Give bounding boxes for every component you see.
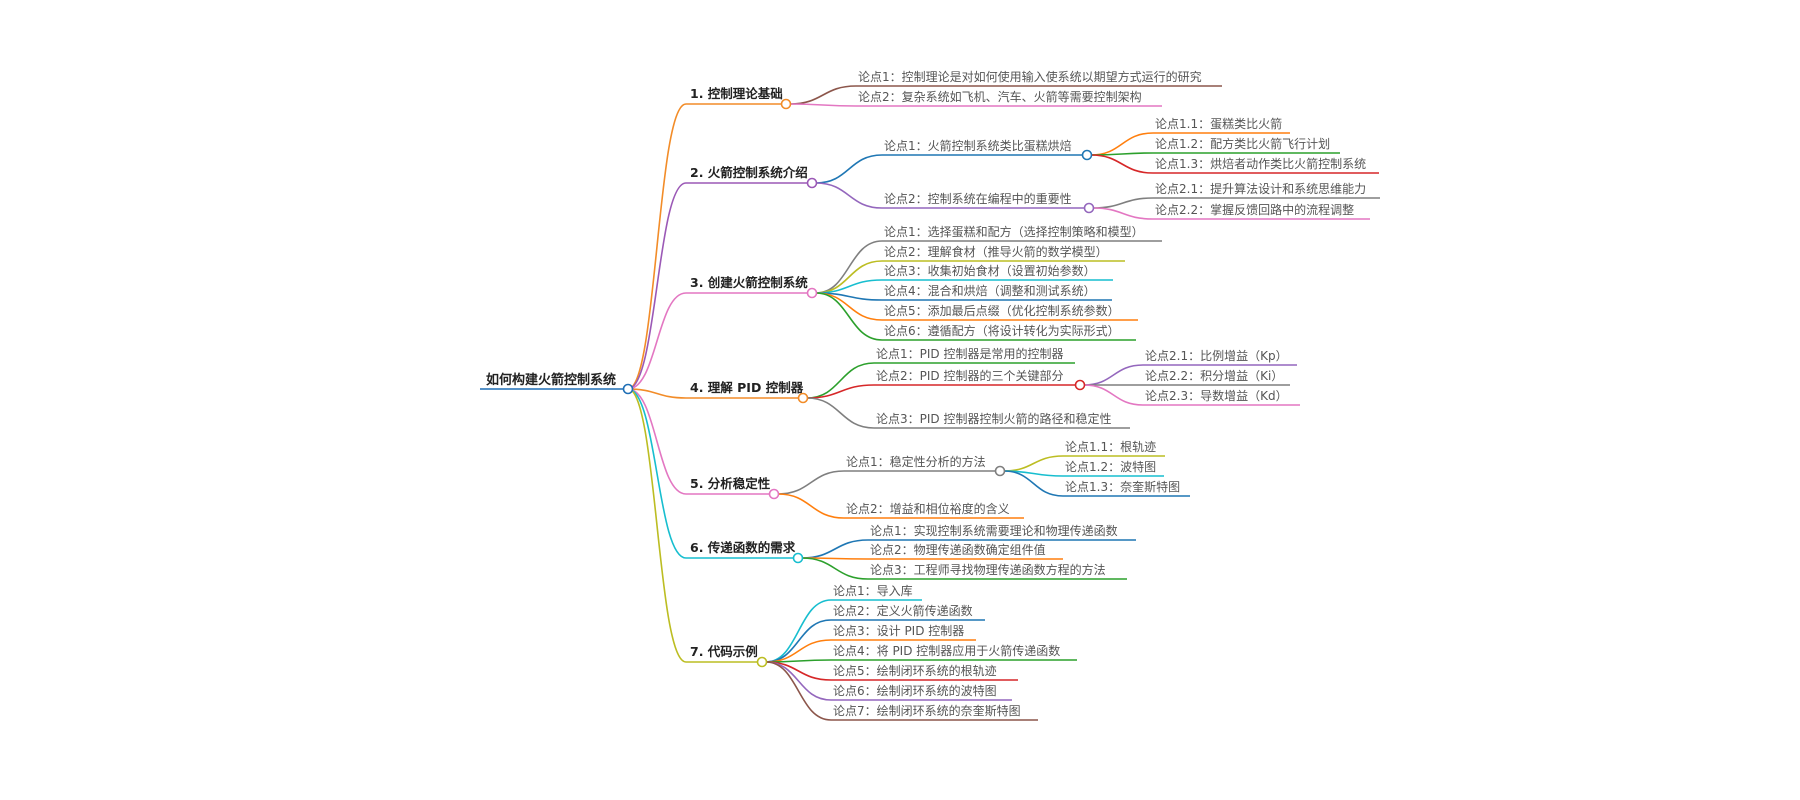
branch-1-point-2-label[interactable]: 论点2：复杂系统如飞机、汽车、火箭等需要控制架构: [858, 89, 1142, 104]
branch-2-point-1-sub-1-connector: [1090, 132, 1154, 156]
branch-1-child-2-connector: [789, 103, 857, 107]
branch-7-point-6-label[interactable]: 论点6：绘制闭环系统的波特图: [833, 683, 997, 698]
branch-2-point-2-collapse-knob[interactable]: [1083, 202, 1095, 214]
branch-3-point-6-label[interactable]: 论点6：遵循配方（将设计转化为实际形式）: [884, 323, 1120, 338]
branch-5-point-1-sub-2-label[interactable]: 论点1.2：波特图: [1065, 459, 1156, 474]
branch-4-child-1-connector: [806, 362, 875, 399]
branch-3-point-5-label[interactable]: 论点5：添加最后点缀（优化控制系统参数）: [884, 303, 1120, 318]
branch-5-label[interactable]: 5. 分析稳定性: [690, 476, 771, 491]
branch-7-child-6-connector: [765, 661, 832, 701]
connector-layer: [627, 85, 1154, 721]
branch-5-point-1-label[interactable]: 论点1：稳定性分析的方法: [846, 454, 986, 469]
branch-6-child-1-connector: [801, 539, 869, 559]
branch-2-point-1-label[interactable]: 论点1：火箭控制系统类比蛋糕烘焙: [884, 138, 1072, 153]
branch-6-point-1-label[interactable]: 论点1：实现控制系统需要理论和物理传递函数: [870, 523, 1118, 538]
branch-4-point-2-sub-1-connector: [1083, 364, 1144, 386]
branch-2-point-2-sub-2-label[interactable]: 论点2.2：掌握反馈回路中的流程调整: [1155, 202, 1354, 217]
branch-6-label[interactable]: 6. 传递函数的需求: [690, 540, 796, 555]
branch-7-point-5-label[interactable]: 论点5：绘制闭环系统的根轨迹: [833, 663, 997, 678]
branch-4-point-3-label[interactable]: 论点3：PID 控制器控制火箭的路径和稳定性: [876, 411, 1111, 426]
branch-4-point-1-label[interactable]: 论点1：PID 控制器是常用的控制器: [876, 346, 1063, 361]
branch-2-point-1-sub-1-label[interactable]: 论点1.1：蛋糕类比火箭: [1155, 116, 1282, 131]
branch-5-connector: [627, 388, 687, 495]
branch-2-point-2-sub-2-connector: [1092, 207, 1154, 220]
branch-4-connector: [627, 388, 687, 399]
branch-5-child-2-connector: [777, 493, 845, 519]
branch-2-point-2-label[interactable]: 论点2：控制系统在编程中的重要性: [884, 191, 1072, 206]
branch-7-connector: [627, 388, 687, 663]
branch-4-child-2-connector: [806, 384, 875, 399]
branch-2-label[interactable]: 2. 火箭控制系统介绍: [690, 165, 808, 180]
branch-7-child-7-connector: [765, 661, 832, 721]
branch-7-point-7-label[interactable]: 论点7：绘制闭环系统的奈奎斯特图: [833, 703, 1021, 718]
branch-2-connector: [627, 182, 687, 390]
branch-2-child-2-connector: [815, 182, 883, 209]
branch-4-child-3-connector: [806, 397, 875, 429]
root-topic-label[interactable]: 如何构建火箭控制系统: [486, 372, 616, 388]
branch-7-collapse-knob[interactable]: [756, 656, 768, 668]
branch-4-point-2-label[interactable]: 论点2：PID 控制器的三个关键部分: [876, 368, 1063, 383]
branch-3-point-2-label[interactable]: 论点2：理解食材（推导火箭的数学模型）: [884, 244, 1108, 259]
branch-4-point-2-sub-2-label[interactable]: 论点2.2：积分增益（Ki）: [1145, 369, 1283, 383]
branch-2-collapse-knob[interactable]: [806, 177, 818, 189]
branch-5-point-1-collapse-knob[interactable]: [994, 465, 1006, 477]
branch-4-point-2-sub-3-label[interactable]: 论点2.3：导数增益（Kd）: [1145, 388, 1288, 403]
branch-4-label[interactable]: 4. 理解 PID 控制器: [690, 380, 804, 395]
branch-2-point-1-sub-2-label[interactable]: 论点1.2：配方类比火箭飞行计划: [1155, 136, 1330, 151]
branch-2-point-1-sub-3-label[interactable]: 论点1.3：烘焙者动作类比火箭控制系统: [1155, 156, 1366, 171]
branch-5-point-1-sub-3-label[interactable]: 论点1.3：奈奎斯特图: [1065, 479, 1180, 494]
branch-3-collapse-knob[interactable]: [806, 287, 818, 299]
branch-5-point-1-sub-1-connector: [1003, 455, 1064, 472]
branch-1-collapse-knob[interactable]: [780, 98, 792, 110]
branch-3-connector: [627, 292, 687, 390]
branch-2-child-1-connector: [815, 154, 883, 184]
branch-7-point-4-label[interactable]: 论点4：将 PID 控制器应用于火箭传递函数: [833, 643, 1060, 658]
branch-4-collapse-knob[interactable]: [797, 392, 809, 404]
branch-1-point-1-label[interactable]: 论点1：控制理论是对如何使用输入使系统以期望方式运行的研究: [858, 69, 1202, 84]
branch-5-child-1-connector: [777, 470, 845, 495]
branch-5-point-1-sub-3-connector: [1003, 470, 1064, 497]
branch-7-point-2-label[interactable]: 论点2：定义火箭传递函数: [833, 603, 973, 618]
branch-5-point-1-sub-1-label[interactable]: 论点1.1：根轨迹: [1065, 440, 1156, 454]
branch-2-point-2-sub-1-connector: [1092, 197, 1154, 209]
branch-4-point-2-sub-1-label[interactable]: 论点2.1：比例增益（Kp）: [1145, 349, 1288, 363]
branch-7-point-1-label[interactable]: 论点1：导入库: [833, 583, 913, 598]
branch-7-child-3-connector: [765, 639, 832, 663]
branch-6-point-2-label[interactable]: 论点2：物理传递函数确定组件值: [870, 542, 1046, 557]
branch-3-label[interactable]: 3. 创建火箭控制系统: [690, 275, 808, 290]
branch-7-child-1-connector: [765, 599, 832, 663]
branch-7-point-3-label[interactable]: 论点3：设计 PID 控制器: [833, 624, 964, 638]
branch-6-point-3-label[interactable]: 论点3：工程师寻找物理传递函数方程的方法: [870, 562, 1106, 577]
branch-3-child-6-connector: [815, 292, 883, 341]
branch-4-point-2-collapse-knob[interactable]: [1074, 379, 1086, 391]
branch-3-point-3-label[interactable]: 论点3：收集初始食材（设置初始参数）: [884, 263, 1096, 278]
branch-3-point-4-label[interactable]: 论点4：混合和烘焙（调整和测试系统）: [884, 283, 1096, 298]
branch-1-label[interactable]: 1. 控制理论基础: [690, 86, 783, 101]
branch-1-child-1-connector: [789, 85, 857, 105]
branch-2-point-1-sub-3-connector: [1090, 154, 1154, 174]
branch-6-child-3-connector: [801, 557, 869, 580]
branch-5-collapse-knob[interactable]: [768, 488, 780, 500]
branch-5-point-2-label[interactable]: 论点2：增益和相位裕度的含义: [846, 501, 1010, 516]
branch-7-label[interactable]: 7. 代码示例: [690, 644, 758, 659]
root-collapse-knob[interactable]: [622, 383, 634, 395]
node-layer: 如何构建火箭控制系统 1. 控制理论基础 论点1：控制理论是对如何使用输入使系统以期…: [480, 69, 1380, 721]
branch-4-point-2-sub-3-connector: [1083, 384, 1144, 406]
branch-1-connector: [627, 103, 687, 390]
branch-3-point-1-label[interactable]: 论点1：选择蛋糕和配方（选择控制策略和模型）: [884, 224, 1144, 239]
branch-6-collapse-knob[interactable]: [792, 552, 804, 564]
branch-3-child-1-connector: [815, 240, 883, 294]
branch-2-point-1-collapse-knob[interactable]: [1081, 149, 1093, 161]
branch-2-point-2-sub-1-label[interactable]: 论点2.1：提升算法设计和系统思维能力: [1155, 181, 1366, 196]
branch-6-connector: [627, 388, 687, 559]
